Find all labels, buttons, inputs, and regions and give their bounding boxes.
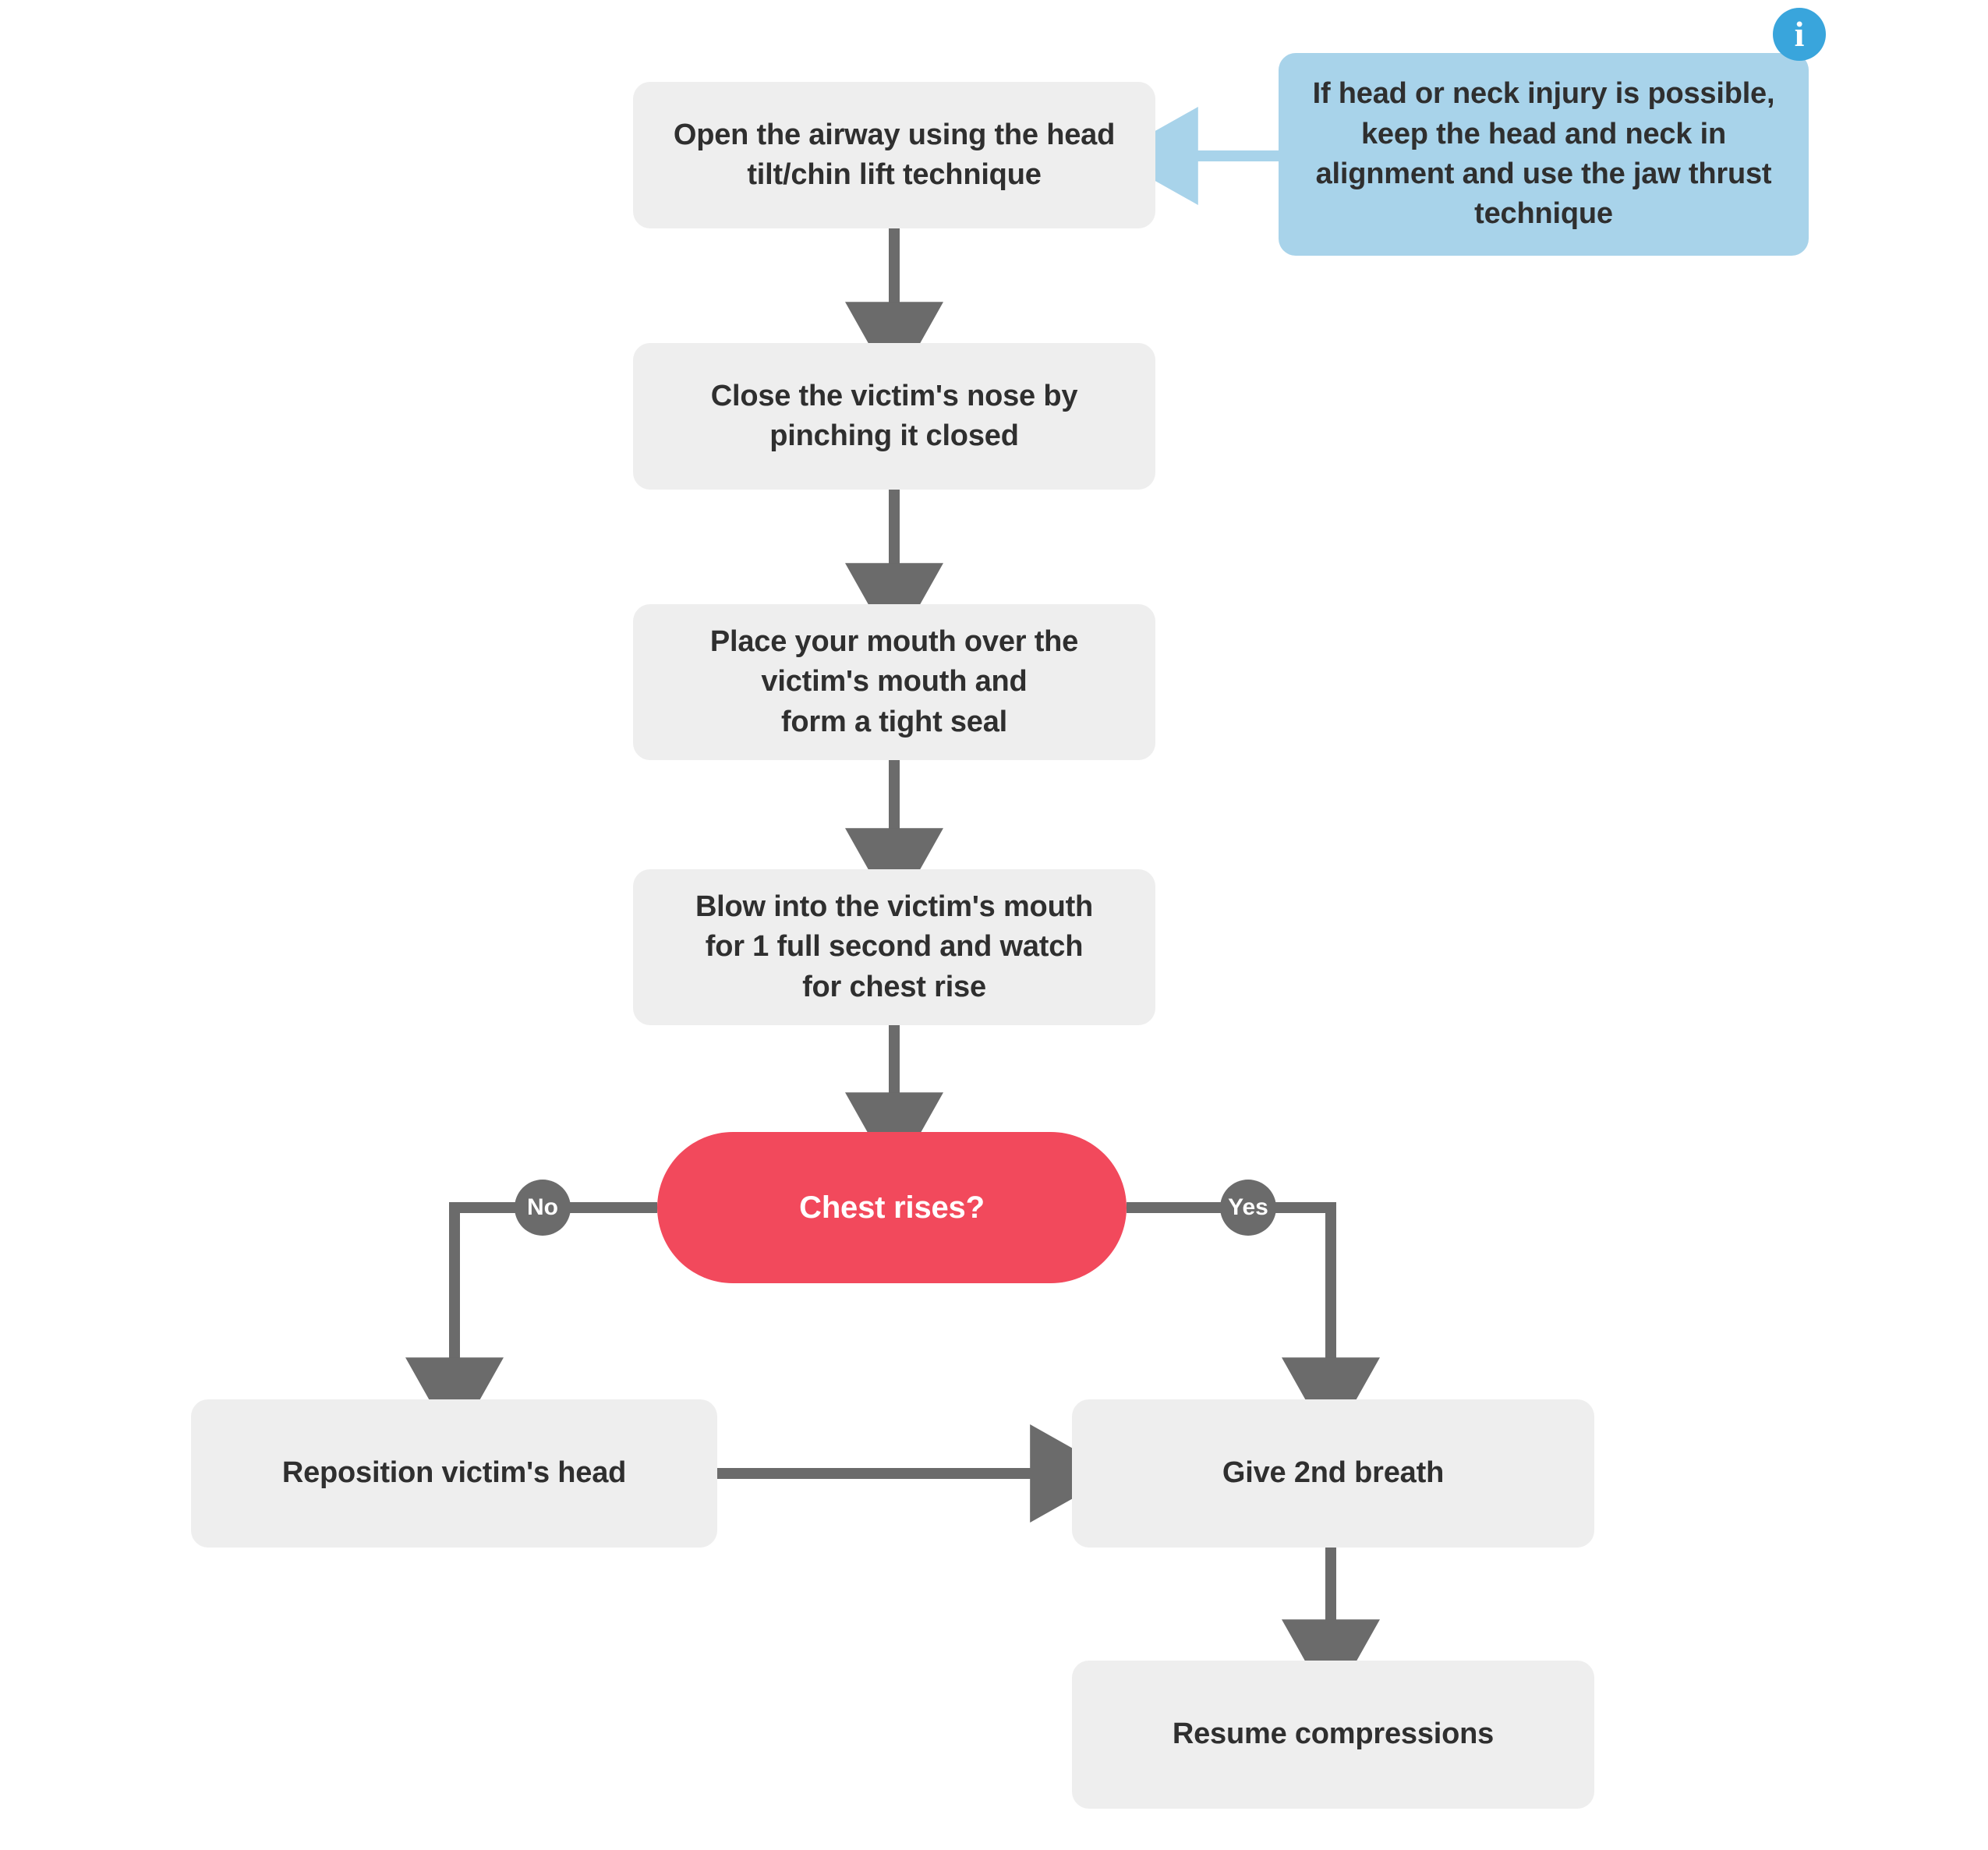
node-blow-into-mouth[interactable]: Blow into the victim's mouth for 1 full … (633, 869, 1155, 1025)
node-reposition-head[interactable]: Reposition victim's head (191, 1399, 717, 1548)
edge-chest-rises-yes-to-second-breath (1127, 1202, 1380, 1445)
edge-chest-rises-no-to-reposition (405, 1202, 657, 1445)
info-icon[interactable]: i (1773, 8, 1826, 61)
branch-label-no: No (515, 1180, 571, 1236)
node-resume-compressions[interactable]: Resume compressions (1072, 1661, 1594, 1809)
node-open-airway[interactable]: Open the airway using the head tilt/chin… (633, 82, 1155, 228)
node-place-mouth[interactable]: Place your mouth over the victim's mouth… (633, 604, 1155, 760)
branch-label-yes: Yes (1220, 1180, 1276, 1236)
node-chest-rises-decision[interactable]: Chest rises? (657, 1132, 1127, 1283)
node-give-2nd-breath[interactable]: Give 2nd breath (1072, 1399, 1594, 1548)
node-close-nose[interactable]: Close the victim's nose by pinching it c… (633, 343, 1155, 490)
note-head-neck-injury[interactable]: If head or neck injury is possible, keep… (1279, 53, 1809, 256)
